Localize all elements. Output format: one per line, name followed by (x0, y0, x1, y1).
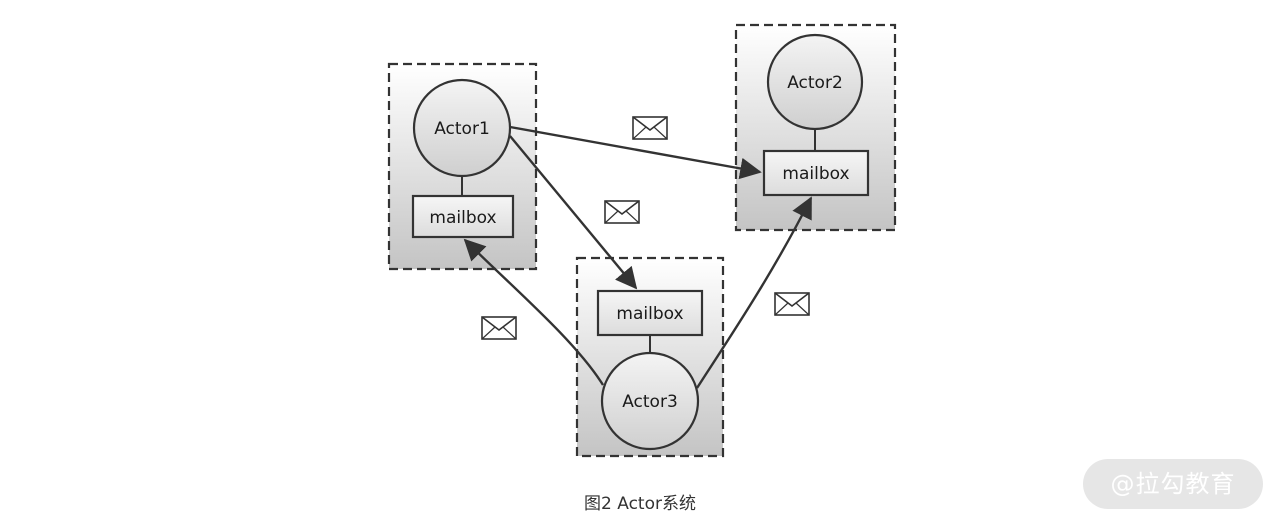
actor2-label: Actor2 (787, 73, 843, 93)
actor1-mailbox (411, 194, 515, 239)
arrow-actor1-to-actor3-mailbox (509, 135, 638, 290)
actor2-node (766, 33, 864, 131)
arrow-actor3-to-actor1-mailbox (463, 238, 605, 386)
actor1-group: Actor1 mailbox (387, 62, 538, 271)
figure-caption: 图2 Actor系统 (584, 494, 696, 514)
envelope-icon (604, 200, 640, 224)
actor2-group: Actor2 mailbox (734, 23, 897, 232)
actor3-mailbox-label: mailbox (616, 304, 683, 324)
arrow-actor1-to-actor2-mailbox (509, 125, 762, 180)
envelope-icon (481, 316, 517, 340)
actor2-mailbox (762, 149, 870, 197)
actor1-mailbox-label: mailbox (429, 208, 496, 228)
envelope-icon (632, 116, 668, 140)
actor3-node (600, 351, 700, 451)
envelope-icon (774, 292, 810, 316)
actor3-label: Actor3 (622, 392, 678, 412)
actor2-mailbox-label: mailbox (782, 164, 849, 184)
actor3-group: mailbox Actor3 (575, 256, 725, 458)
arrow-actor3-to-actor2-mailbox (695, 196, 813, 389)
actor1-label: Actor1 (434, 119, 490, 139)
actor3-mailbox (596, 289, 704, 337)
watermark-badge: @拉勾教育 (1083, 459, 1263, 509)
